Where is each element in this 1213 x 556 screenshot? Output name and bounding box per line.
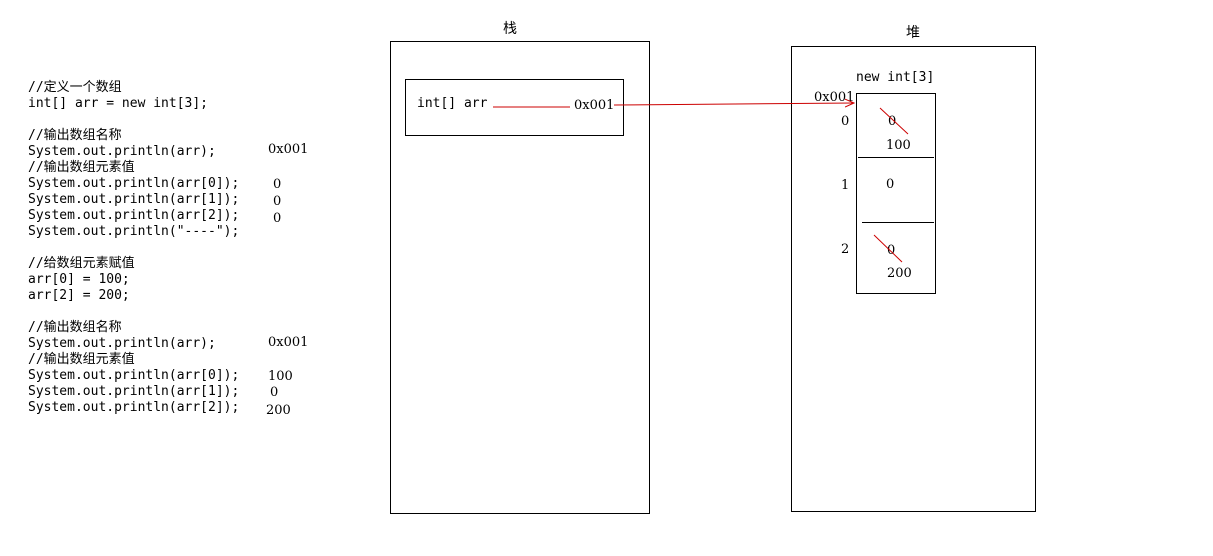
strike-mark bbox=[873, 234, 903, 263]
array-cell-divider bbox=[862, 222, 934, 223]
output-value: 0 bbox=[273, 194, 282, 209]
array-index: 1 bbox=[841, 178, 850, 193]
heap-box bbox=[791, 46, 1036, 512]
heap-address: 0x001 bbox=[814, 90, 855, 105]
code-line: System.out.println(arr[0]); bbox=[28, 176, 240, 191]
code-line: arr[0] = 100; bbox=[28, 272, 130, 287]
output-value: 0 bbox=[273, 211, 282, 226]
output-value: 100 bbox=[268, 369, 293, 384]
code-line: //输出数组元素值 bbox=[28, 352, 135, 367]
code-line: //定义一个数组 bbox=[28, 80, 122, 95]
output-value: 0x001 bbox=[268, 142, 309, 157]
strike-mark bbox=[879, 107, 909, 135]
output-value: 0 bbox=[270, 385, 279, 400]
reference-arrow bbox=[613, 103, 854, 105]
stack-title: 栈 bbox=[503, 21, 517, 37]
heap-array-box bbox=[856, 93, 936, 294]
array-cell-divider bbox=[858, 157, 934, 158]
array-cell-value: 0 bbox=[886, 177, 895, 192]
output-value: 0 bbox=[273, 177, 282, 192]
stack-box bbox=[390, 41, 650, 514]
output-value: 200 bbox=[266, 403, 291, 418]
code-line: System.out.println(arr[2]); bbox=[28, 208, 240, 223]
code-line: System.out.println(arr[1]); bbox=[28, 192, 240, 207]
heap-object-label: new int[3] bbox=[856, 70, 935, 85]
code-line: int[] arr = new int[3]; bbox=[28, 96, 209, 111]
code-line: System.out.println(arr); bbox=[28, 336, 216, 351]
code-line: System.out.println("----"); bbox=[28, 224, 240, 239]
array-index: 0 bbox=[841, 114, 850, 129]
stack-variable-frame bbox=[405, 79, 624, 136]
stack-variable-value: 0x001 bbox=[574, 98, 615, 113]
code-line: System.out.println(arr); bbox=[28, 144, 216, 159]
array-cell-new-value: 100 bbox=[886, 138, 911, 153]
code-line: System.out.println(arr[0]); bbox=[28, 368, 240, 383]
code-line: System.out.println(arr[2]); bbox=[28, 400, 240, 415]
code-line: System.out.println(arr[1]); bbox=[28, 384, 240, 399]
array-cell-old-value: 0 bbox=[888, 114, 897, 129]
code-line: //给数组元素赋值 bbox=[28, 256, 135, 271]
code-line: arr[2] = 200; bbox=[28, 288, 130, 303]
code-line: //输出数组名称 bbox=[28, 128, 122, 143]
heap-title: 堆 bbox=[906, 25, 920, 41]
array-cell-old-value: 0 bbox=[887, 243, 896, 258]
array-cell-new-value: 200 bbox=[887, 266, 912, 281]
output-value: 0x001 bbox=[268, 335, 309, 350]
array-index: 2 bbox=[841, 242, 850, 257]
stack-variable-label: int[] arr bbox=[417, 96, 488, 111]
code-line: //输出数组元素值 bbox=[28, 160, 135, 175]
code-line: //输出数组名称 bbox=[28, 320, 122, 335]
